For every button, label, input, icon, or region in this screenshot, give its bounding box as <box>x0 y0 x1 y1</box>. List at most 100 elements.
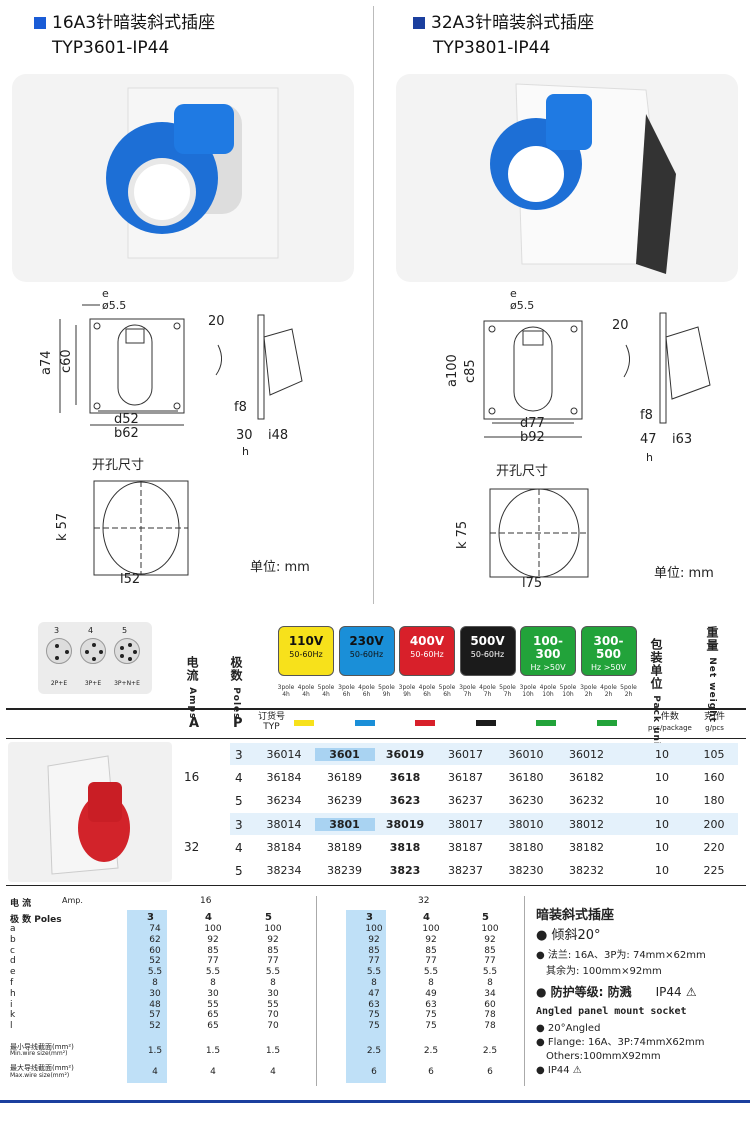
svg-text:h: h <box>242 445 249 458</box>
spec-value: 55 <box>207 999 219 1010</box>
spec-value: 8 <box>152 978 158 988</box>
spec-pole: 4 <box>205 912 212 923</box>
spec-value: 77 <box>368 956 380 967</box>
order-code: 38014 <box>266 818 302 831</box>
spec-min: 1.5 <box>265 1046 281 1056</box>
spec-key: i <box>10 999 13 1010</box>
spec-value: 55 <box>267 999 279 1010</box>
spec-value: 52 <box>149 1021 161 1032</box>
spec-max: 6 <box>487 1067 493 1077</box>
spec-value: 5.5 <box>265 967 281 978</box>
svg-text:单位: mm: 单位: mm <box>654 566 714 581</box>
spec-max: 4 <box>152 1067 158 1077</box>
spec-key: f <box>10 978 14 988</box>
order-code: 36239 <box>327 794 362 807</box>
color-bar <box>536 720 556 726</box>
pole-hours: 5pole 2h <box>620 684 637 698</box>
right-model: TYP3801-IP44 <box>433 38 551 58</box>
order-code: 36012 <box>569 748 604 761</box>
svg-text:i63: i63 <box>672 432 692 447</box>
spec-value: 85 <box>425 945 437 956</box>
weight-value: 180 <box>703 794 725 807</box>
spec-min: 1.5 <box>147 1046 163 1056</box>
spec-header-poles: 极 数 Poles <box>10 915 62 925</box>
spec-value: 70 <box>267 1021 279 1032</box>
pack-qty: 10 <box>655 794 669 807</box>
spec-value: 100 <box>365 924 383 934</box>
pole-hours: 4pole 6h <box>358 684 375 698</box>
spec-pole: 3 <box>147 912 154 923</box>
spec-max: 6 <box>371 1067 377 1077</box>
pack-qty: 10 <box>655 864 669 877</box>
svg-text:d52: d52 <box>114 412 139 427</box>
order-code: 36014 <box>266 748 302 761</box>
spec-value: 5.5 <box>366 967 382 978</box>
pole-hours: 5pole 9h <box>378 684 395 698</box>
spec-key: b <box>10 934 16 945</box>
svg-text:开孔尺寸: 开孔尺寸 <box>496 464 548 479</box>
color-bar <box>596 720 617 726</box>
spec-max: 4 <box>270 1067 276 1077</box>
pole-hours: 3pole 2h <box>580 684 597 698</box>
pin-label: 3P+N+E <box>114 680 140 687</box>
order-code: 3801 <box>314 818 375 831</box>
spec-value: 60 <box>149 945 161 956</box>
svg-text:开孔尺寸: 开孔尺寸 <box>92 458 144 473</box>
spec-value: 92 <box>267 934 279 945</box>
spec-pole: 5 <box>265 912 272 923</box>
order-code: 36017 <box>448 748 483 761</box>
left-model: TYP3601-IP44 <box>52 38 170 58</box>
spec-header-32: 32 <box>418 896 430 906</box>
spec-value: 92 <box>484 934 496 945</box>
pack-qty: 10 <box>655 818 669 831</box>
weight-value: 225 <box>703 864 725 877</box>
pole-hours: 5pole 6h <box>438 684 456 698</box>
order-code: 36234 <box>266 794 302 807</box>
spec-value: 8 <box>210 978 216 988</box>
spec-pole: 4 <box>423 912 430 923</box>
spec-min: 1.5 <box>205 1046 221 1056</box>
pole-hours: 4pole 6h <box>418 684 436 698</box>
header-pack: 包装单位 Pack unit <box>649 638 663 752</box>
pole-hours: 3pole 7h <box>459 684 476 698</box>
spec-value: 48 <box>149 999 161 1010</box>
pack-qty: 10 <box>655 771 669 784</box>
spec-value: 5.5 <box>482 967 498 978</box>
spec-value: 92 <box>425 934 437 945</box>
order-code: 36180 <box>508 771 544 784</box>
spec-value: 75 <box>425 1021 437 1032</box>
svg-text:e: e <box>510 287 517 300</box>
order-code: 38237 <box>448 864 483 877</box>
order-code: 36237 <box>448 794 483 807</box>
order-code: 38010 <box>508 818 544 831</box>
spec-value: 5.5 <box>423 967 439 978</box>
weight-value: 220 <box>703 841 725 854</box>
spec-min-label: 最小导线截面(mm²) <box>10 1043 74 1051</box>
svg-text:h: h <box>646 451 653 464</box>
spec-value: 74 <box>149 924 161 934</box>
pole-hours: 3pole 4h <box>277 684 295 698</box>
svg-text:ø5.5: ø5.5 <box>102 299 126 312</box>
drawing-right: e ø5.5 a100 c85 d77 b92 20 f8 47 i63 h 开… <box>445 287 714 591</box>
order-code: 38182 <box>569 841 604 854</box>
plug-face-icon <box>114 638 140 664</box>
color-bar <box>294 720 314 726</box>
spec-value: 92 <box>207 934 219 945</box>
product-photo-left <box>12 74 354 282</box>
spec-value: 100 <box>422 924 440 934</box>
order-code: 38234 <box>266 864 302 877</box>
amp-value: 16 <box>184 770 200 784</box>
spec-value: 100 <box>264 924 282 934</box>
spec-header-amp: Amp. <box>62 896 83 905</box>
header-poles: 极数 Poles <box>229 656 243 720</box>
svg-text:b92: b92 <box>520 430 545 445</box>
svg-text:a100: a100 <box>445 354 460 387</box>
pole-hours: 3pole 9h <box>398 684 416 698</box>
plug-face-icon <box>80 638 106 664</box>
svg-text:ø5.5: ø5.5 <box>510 299 534 312</box>
order-code: 3623 <box>389 794 421 807</box>
